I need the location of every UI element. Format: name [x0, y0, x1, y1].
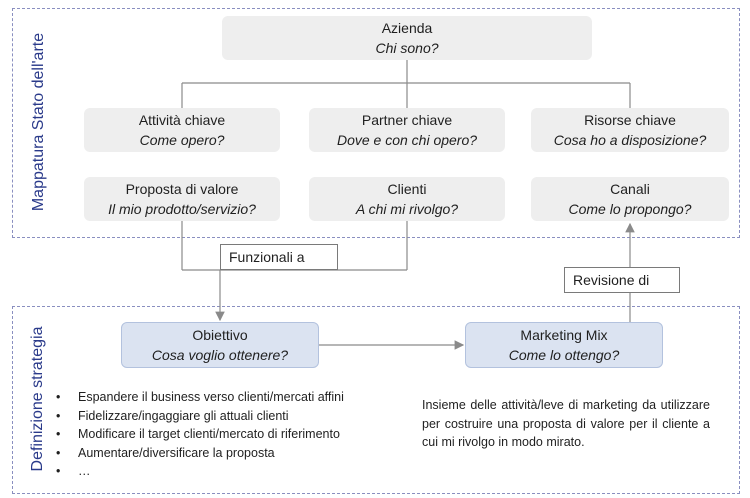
objectives-list-item: Fidelizzare/ingaggiare gli attuali clien…	[52, 407, 344, 426]
node-obiettivo-subtitle: Cosa voglio ottenere?	[151, 347, 289, 363]
node-risorse-chiave: Risorse chiave Cosa ho a disposizione?	[531, 108, 729, 152]
objectives-list-item: Modificare il target clienti/mercato di …	[52, 425, 344, 444]
node-canali-subtitle: Come lo propongo?	[568, 201, 692, 217]
node-partner-chiave-subtitle: Dove e con chi opero?	[336, 132, 478, 148]
node-obiettivo-title: Obiettivo	[192, 327, 248, 343]
node-partner-chiave: Partner chiave Dove e con chi opero?	[309, 108, 505, 152]
bottom-section	[12, 306, 740, 494]
node-marketing-mix-subtitle: Come lo ottengo?	[508, 347, 620, 363]
node-clienti-subtitle: A chi mi rivolgo?	[355, 201, 459, 217]
top-section	[12, 8, 740, 238]
node-clienti: Clienti A chi mi rivolgo?	[309, 177, 505, 221]
node-azienda: Azienda Chi sono?	[222, 16, 592, 60]
node-attivita-chiave-subtitle: Come opero?	[139, 132, 225, 148]
node-azienda-subtitle: Chi sono?	[375, 40, 439, 56]
node-proposta-di-valore: Proposta di valore Il mio prodotto/servi…	[84, 177, 280, 221]
objectives-list: Espandere il business verso clienti/merc…	[52, 388, 344, 481]
node-attivita-chiave-title: Attività chiave	[138, 112, 226, 128]
node-risorse-chiave-subtitle: Cosa ho a disposizione?	[553, 132, 707, 148]
node-partner-chiave-title: Partner chiave	[361, 112, 453, 128]
node-marketing-mix-title: Marketing Mix	[520, 327, 608, 343]
node-risorse-chiave-title: Risorse chiave	[584, 112, 676, 128]
node-proposta-di-valore-subtitle: Il mio prodotto/servizio?	[108, 201, 256, 217]
node-attivita-chiave: Attività chiave Come opero?	[84, 108, 280, 152]
node-azienda-title: Azienda	[381, 20, 433, 36]
objectives-list-item: Espandere il business verso clienti/merc…	[52, 388, 344, 407]
edge-label-funzionali: Funzionali a	[220, 244, 338, 270]
node-proposta-di-valore-title: Proposta di valore	[125, 181, 239, 197]
objectives-list-item: Aumentare/diversificare la proposta	[52, 444, 344, 463]
marketing-mix-description: Insieme delle attività/leve di marketing…	[422, 398, 710, 449]
node-clienti-title: Clienti	[387, 181, 427, 197]
node-marketing-mix: Marketing Mix Come lo ottengo?	[465, 322, 663, 368]
edge-label-revisione: Revisione di	[564, 267, 680, 293]
node-obiettivo: Obiettivo Cosa voglio ottenere?	[121, 322, 319, 368]
node-canali: Canali Come lo propongo?	[531, 177, 729, 221]
node-canali-title: Canali	[610, 181, 650, 197]
objectives-list-item: …	[52, 462, 344, 481]
